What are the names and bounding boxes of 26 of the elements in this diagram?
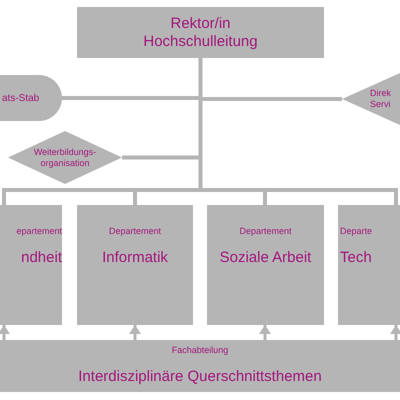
leader-box xyxy=(77,7,324,58)
connector-line xyxy=(390,325,400,340)
unit-diamond xyxy=(8,131,122,184)
department-box xyxy=(338,205,400,325)
department-box xyxy=(77,205,193,325)
department-name: ndheit xyxy=(21,248,62,266)
department-caption: Departement xyxy=(108,225,162,238)
department-name: Informatik xyxy=(102,248,168,266)
department-caption: Departement xyxy=(239,225,292,238)
ellipse-label: ats-Stab xyxy=(2,92,40,106)
connector-line xyxy=(129,325,141,340)
connector-line xyxy=(259,325,271,340)
box-title: Rektor/in Hochschulleitung xyxy=(142,14,259,50)
department-caption: Departe xyxy=(339,225,372,238)
cross-department-bar xyxy=(0,340,400,392)
department-name: Soziale Arbeit xyxy=(220,248,312,266)
department-caption: epartement xyxy=(16,225,62,238)
diamond-label: Direk Servi xyxy=(370,88,392,110)
bar-caption: Fachabteilung xyxy=(172,344,228,357)
connector-line xyxy=(0,325,10,340)
department-box xyxy=(0,205,62,325)
department-box xyxy=(207,205,324,325)
diamond-label: Weiterbildungs-organisation xyxy=(32,146,98,168)
department-name: Tech xyxy=(339,248,372,266)
unit-diamond xyxy=(342,73,400,125)
bar-title: Interdisziplinäre Querschnittsthemen xyxy=(78,366,322,386)
